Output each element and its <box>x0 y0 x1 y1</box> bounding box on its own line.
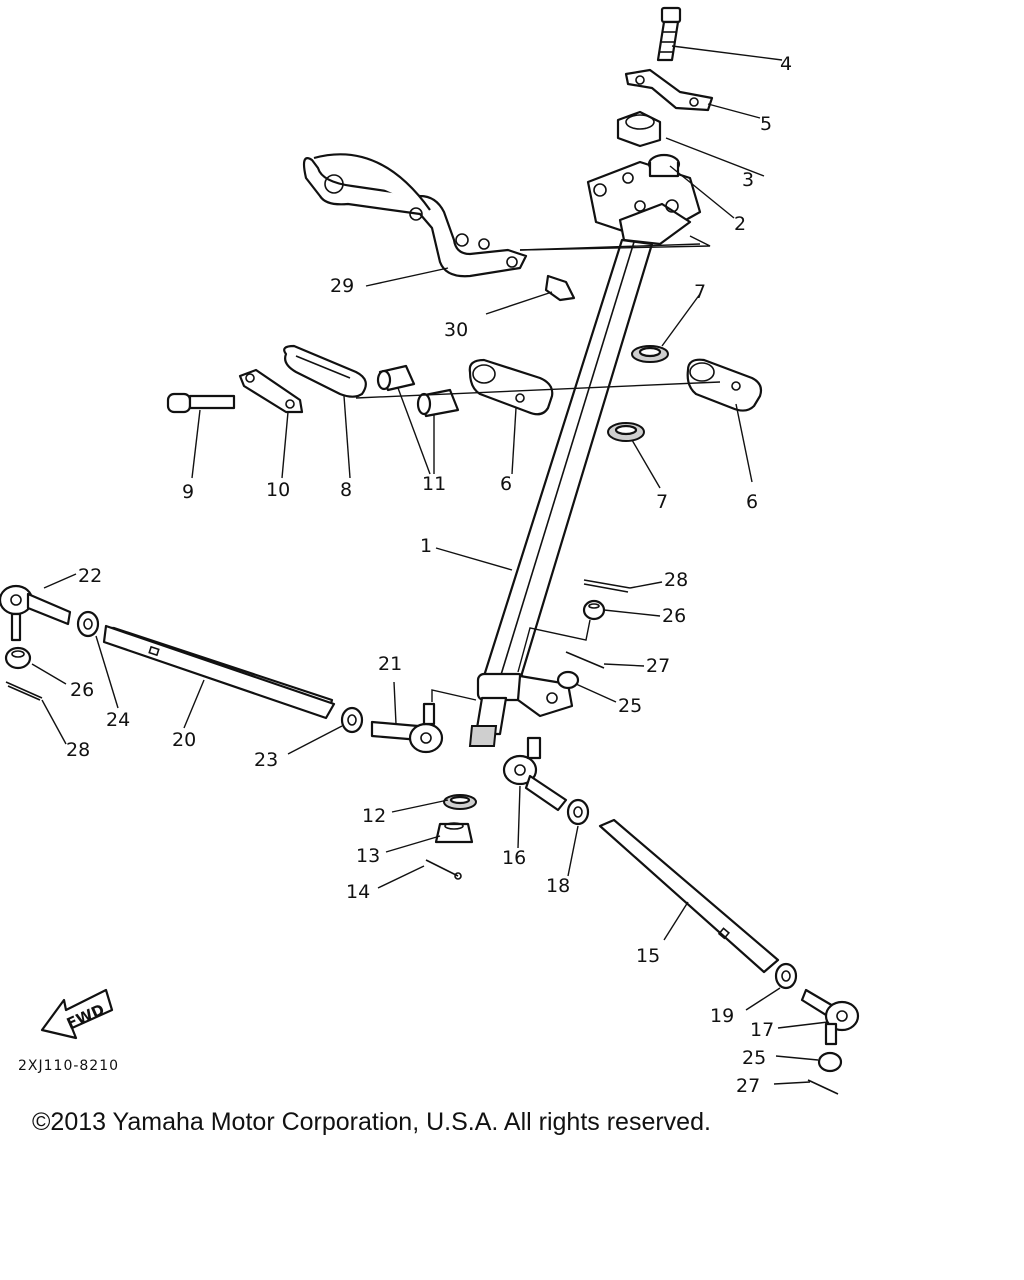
callout-19: 19 <box>710 1005 734 1027</box>
callout-25-lower: 25 <box>742 1047 766 1069</box>
callout-13: 13 <box>356 845 380 867</box>
nut-part-19 <box>774 962 798 990</box>
callout-27-upper: 27 <box>646 655 670 677</box>
callout-17: 17 <box>750 1019 774 1041</box>
callout-7-lower: 7 <box>656 491 668 513</box>
steering-column-part-1 <box>468 238 654 747</box>
nut-part-25-right <box>817 1051 843 1073</box>
washer-part-12 <box>443 794 477 810</box>
steering-parts-diagram: 4 5 3 2 29 30 7 9 10 8 11 6 7 6 1 28 26 … <box>0 6 860 1097</box>
callout-22: 22 <box>78 565 102 587</box>
callout-9: 9 <box>182 481 194 503</box>
washer-lower-part-7 <box>607 422 645 442</box>
callout-15: 15 <box>636 945 660 967</box>
nut-part-26-right <box>582 599 606 621</box>
cotter-pin-part-27 <box>565 651 605 669</box>
callout-2: 2 <box>734 213 746 235</box>
cover-part-8 <box>283 344 367 398</box>
drawing-code: 2XJ110-8210 <box>18 1058 119 1074</box>
callout-10: 10 <box>266 479 290 501</box>
nut-part-25 <box>556 670 580 690</box>
rod-end-part-22 <box>0 584 72 642</box>
callout-20: 20 <box>172 729 196 751</box>
tie-rod-part-15 <box>598 818 780 974</box>
bushing-lower-part-11 <box>416 388 460 418</box>
rod-end-part-17 <box>800 988 860 1046</box>
nut-part-26-left <box>4 646 32 670</box>
column-holder-right-part-6 <box>686 358 763 412</box>
copyright-notice: ©2013 Yamaha Motor Corporation, U.S.A. A… <box>32 1108 711 1136</box>
fwd-arrow-icon: FWD <box>40 988 114 1040</box>
nut-part-24 <box>76 610 100 638</box>
callout-8: 8 <box>340 479 352 501</box>
callout-6-right: 6 <box>746 491 758 513</box>
callout-26-left: 26 <box>70 679 94 701</box>
callout-1: 1 <box>420 535 432 557</box>
callout-28-right: 28 <box>664 569 688 591</box>
lock-plate-part-10 <box>238 368 304 414</box>
tie-rod-part-20 <box>102 624 336 720</box>
callout-27-lower: 27 <box>736 1075 760 1097</box>
callout-30: 30 <box>444 319 468 341</box>
callout-5: 5 <box>760 113 772 135</box>
callout-6-left: 6 <box>500 473 512 495</box>
ball-joint-part-21 <box>370 702 444 754</box>
nut-part-13 <box>434 822 474 844</box>
rod-end-part-16 <box>502 736 568 812</box>
leader-lines <box>31 45 829 1085</box>
callout-12: 12 <box>362 805 386 827</box>
callout-labels: 4 5 3 2 29 30 7 9 10 8 11 6 7 6 1 28 26 … <box>66 53 792 1097</box>
callout-14: 14 <box>346 881 370 903</box>
bolt-part-30 <box>544 274 576 302</box>
callout-25-upper: 25 <box>618 695 642 717</box>
callout-29: 29 <box>330 275 354 297</box>
callout-11: 11 <box>422 473 446 495</box>
callout-18: 18 <box>546 875 570 897</box>
callout-23: 23 <box>254 749 278 771</box>
cotter-pin-part-27-right <box>807 1079 839 1095</box>
callout-7-upper: 7 <box>694 281 706 303</box>
cotter-pin-part-28-left <box>5 681 43 701</box>
callout-3: 3 <box>742 169 754 191</box>
nut-part-18 <box>566 798 590 826</box>
bushing-upper-part-11 <box>376 364 416 392</box>
handle-bracket-part-29 <box>302 153 528 278</box>
nut-part-23 <box>340 706 364 734</box>
callout-26-right: 26 <box>662 605 686 627</box>
callout-16: 16 <box>502 847 526 869</box>
handlebar-holder-assembly <box>586 6 714 246</box>
cotter-pin-part-14 <box>425 859 462 880</box>
cotter-pin-part-28-right <box>583 579 631 593</box>
bolt-part-9 <box>166 392 236 414</box>
callout-4: 4 <box>780 53 792 75</box>
callout-24: 24 <box>106 709 130 731</box>
column-holder-left-part-6 <box>468 358 554 416</box>
washer-upper-part-7 <box>631 345 669 363</box>
callout-21: 21 <box>378 653 402 675</box>
callout-28-left: 28 <box>66 739 90 761</box>
